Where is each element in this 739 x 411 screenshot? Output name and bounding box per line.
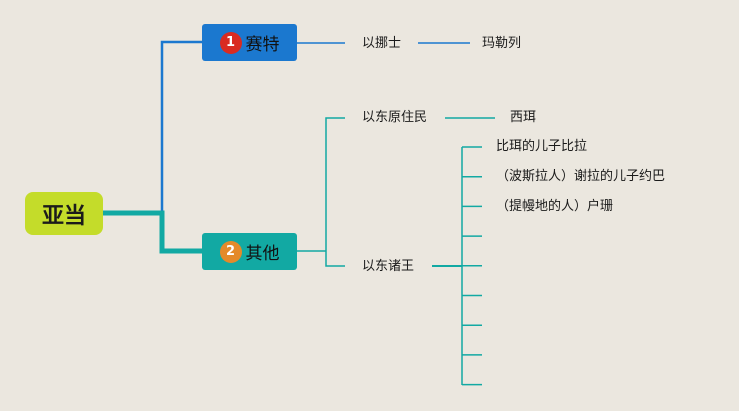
root-label: 亚当 bbox=[41, 203, 86, 229]
branch-label-others: 其他 bbox=[245, 244, 280, 264]
connector-root-others bbox=[103, 210, 202, 254]
king-item[interactable]: （提幔地的人）户珊 bbox=[496, 199, 614, 214]
priority-2-icon: 2 bbox=[219, 240, 242, 263]
connector-others-fork bbox=[297, 117, 345, 267]
branch-label-seth: 赛特 bbox=[245, 35, 280, 55]
root-node-adam[interactable]: 亚当 bbox=[25, 192, 103, 235]
branch-node-seth[interactable]: 1 赛特 bbox=[202, 24, 297, 61]
node-mahalalel[interactable]: 玛勒列 bbox=[482, 36, 522, 51]
connector-root-seth bbox=[103, 40, 202, 215]
node-enosh[interactable]: 以挪士 bbox=[362, 36, 402, 51]
branch-node-others[interactable]: 2 其他 bbox=[202, 233, 297, 270]
king-item[interactable]: 比珥的儿子比拉 bbox=[496, 139, 588, 154]
priority-1-icon: 1 bbox=[219, 31, 242, 54]
king-item[interactable]: （波斯拉人）谢拉的儿子约巴 bbox=[496, 169, 666, 184]
node-seir[interactable]: 西珥 bbox=[510, 110, 537, 125]
node-edom-natives[interactable]: 以东原住民 bbox=[362, 110, 428, 125]
node-edom-kings[interactable]: 以东诸王 bbox=[362, 259, 415, 274]
